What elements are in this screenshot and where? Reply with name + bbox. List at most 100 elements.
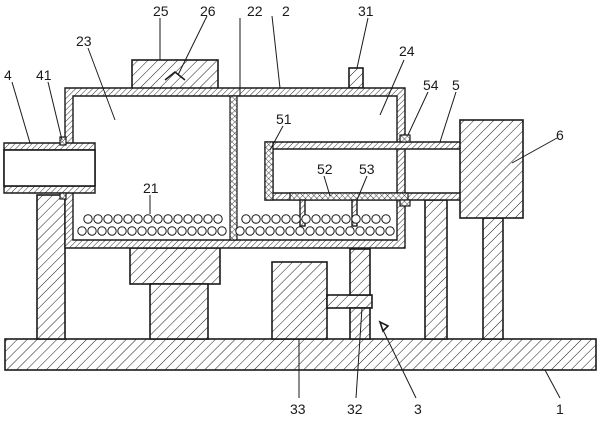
grinding-ball xyxy=(177,226,187,236)
grinding-ball xyxy=(261,214,271,224)
label-54: 54 xyxy=(423,77,439,93)
label-4: 4 xyxy=(4,67,12,83)
box-bottom-block xyxy=(129,247,221,285)
motor-shaft xyxy=(326,294,373,309)
grinding-ball xyxy=(305,226,315,236)
grinding-ball xyxy=(361,214,371,224)
grinding-ball xyxy=(127,226,137,236)
label-32: 32 xyxy=(347,401,363,417)
label-2: 2 xyxy=(282,3,290,19)
grinding-ball xyxy=(83,214,93,224)
base-plate xyxy=(4,338,597,371)
label-21: 21 xyxy=(143,180,159,196)
arrowhead-3 xyxy=(378,320,390,333)
grinding-ball xyxy=(203,214,213,224)
left-support-column xyxy=(36,194,66,340)
grinding-ball xyxy=(217,226,227,236)
label-41: 41 xyxy=(36,67,52,83)
grinding-ball xyxy=(213,214,223,224)
grinding-ball xyxy=(187,226,197,236)
grinding-ball xyxy=(97,226,107,236)
label-22: 22 xyxy=(247,3,263,19)
grinding-ball xyxy=(197,226,207,236)
label-26: 26 xyxy=(200,3,216,19)
leader-lines xyxy=(11,15,561,399)
label-25: 25 xyxy=(153,3,169,19)
tube-end-51 xyxy=(264,141,274,201)
label-5: 5 xyxy=(452,77,460,93)
grinding-ball xyxy=(77,226,87,236)
grinding-ball xyxy=(207,226,217,236)
grinding-ball xyxy=(381,214,391,224)
top-stub-31 xyxy=(348,67,364,89)
rod-53b xyxy=(351,199,358,227)
grinding-ball xyxy=(275,226,285,236)
grinding-ball xyxy=(335,226,345,236)
grinding-ball xyxy=(351,214,361,224)
inlet-tube-bore xyxy=(3,149,96,187)
grinding-ball xyxy=(385,226,395,236)
vent-notch xyxy=(164,70,186,81)
label-6: 6 xyxy=(556,127,564,143)
grinding-ball xyxy=(345,226,355,236)
grinding-ball xyxy=(107,226,117,236)
grinding-ball xyxy=(321,214,331,224)
grinding-ball xyxy=(193,214,203,224)
grinding-ball xyxy=(355,226,365,236)
center-support-column xyxy=(149,283,209,340)
grinding-ball xyxy=(117,226,127,236)
grinding-ball xyxy=(315,226,325,236)
grinding-ball xyxy=(295,226,305,236)
motor-block xyxy=(271,261,328,340)
grinding-ball xyxy=(133,214,143,224)
grinding-ball xyxy=(325,226,335,236)
grinding-ball xyxy=(301,214,311,224)
label-23: 23 xyxy=(76,33,92,49)
partition-wall xyxy=(229,95,238,241)
drive-motor-6 xyxy=(459,119,524,219)
right-support-column xyxy=(424,199,448,340)
grinding-ball xyxy=(153,214,163,224)
grinding-ball xyxy=(291,214,301,224)
ball-layer xyxy=(77,214,395,236)
grinding-ball xyxy=(147,226,157,236)
label-31: 31 xyxy=(358,3,374,19)
label-51: 51 xyxy=(276,111,292,127)
seal-54 xyxy=(399,134,411,143)
grinding-ball xyxy=(113,214,123,224)
grinding-ball xyxy=(87,226,97,236)
grinding-ball xyxy=(163,214,173,224)
seal-41-lower xyxy=(59,192,67,200)
rod-53a xyxy=(299,199,306,227)
label-1: 1 xyxy=(556,401,564,417)
label-3: 3 xyxy=(414,401,422,417)
grinding-ball xyxy=(241,214,251,224)
grinding-ball xyxy=(103,214,113,224)
grinding-ball xyxy=(167,226,177,236)
seal-41 xyxy=(59,136,67,146)
grinding-ball xyxy=(371,214,381,224)
grinding-ball xyxy=(365,226,375,236)
top-block-25 xyxy=(131,59,219,91)
grinding-ball xyxy=(255,226,265,236)
grinding-ball xyxy=(341,214,351,224)
grinding-ball xyxy=(143,214,153,224)
grinding-ball xyxy=(285,226,295,236)
seal-54-lower xyxy=(399,199,411,207)
grinding-ball xyxy=(173,214,183,224)
grinding-ball xyxy=(281,214,291,224)
grinding-ball xyxy=(157,226,167,236)
label-24: 24 xyxy=(399,43,415,59)
screen-52 xyxy=(289,192,409,201)
motor-support-column xyxy=(482,217,504,340)
label-53: 53 xyxy=(359,161,375,177)
grinding-ball xyxy=(331,214,341,224)
grinding-ball xyxy=(235,226,245,236)
grinding-ball xyxy=(183,214,193,224)
grinding-ball xyxy=(123,214,133,224)
grinding-ball xyxy=(311,214,321,224)
grinding-ball xyxy=(251,214,261,224)
grinding-ball xyxy=(265,226,275,236)
label-33: 33 xyxy=(290,401,306,417)
